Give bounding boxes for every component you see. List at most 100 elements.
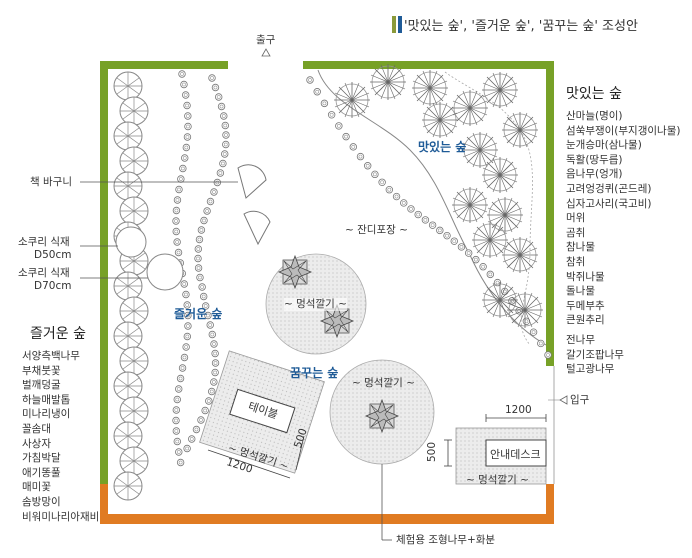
flower-dot: [213, 178, 222, 187]
flower-dot: [172, 427, 181, 435]
flower-dot: [222, 140, 230, 149]
flower-dot: [210, 188, 218, 196]
tasty-tree-item: 털고광나무: [566, 363, 615, 376]
tasty-list-item: 참취: [566, 256, 586, 268]
fun-list-item: 애기똥풀: [22, 466, 61, 479]
tree-icon: [501, 111, 539, 149]
flower-dot: [196, 273, 204, 282]
fun-list-item: 비워미나리아재비: [22, 510, 100, 523]
pot-d50: [115, 226, 147, 258]
flower-dot: [197, 226, 206, 234]
flower-dot: [180, 280, 188, 288]
shrub-icon: [119, 196, 149, 226]
tasty-list-item: 참나물: [566, 241, 595, 254]
flower-dot: [182, 91, 190, 99]
flower-dot: [203, 207, 211, 215]
flower-dot: [378, 178, 386, 187]
flower-dot: [349, 143, 357, 151]
fun-list-item: 가침박달: [22, 452, 61, 465]
shrub-icon: [113, 171, 143, 201]
flower-dot: [172, 227, 180, 236]
tasty-tree-item: 갈기조팝나무: [566, 348, 624, 361]
zone-dream: 꿈꾸는 숲: [290, 366, 339, 380]
tree-icon: [333, 81, 371, 119]
title-bar-blue: [398, 16, 402, 33]
flower-dot: [183, 332, 192, 341]
flower-dot: [222, 131, 230, 139]
zone-fun: 즐거운 숲: [174, 307, 223, 321]
flower-dot: [180, 80, 188, 89]
flower-dot: [206, 197, 215, 206]
desk-depth: 500: [426, 441, 438, 462]
flower-dot: [544, 351, 552, 359]
tree-icon: [451, 89, 489, 127]
flower-dot: [206, 321, 214, 329]
flower-dot: [173, 437, 182, 446]
tree-icon: [506, 291, 544, 329]
flower-dot: [215, 93, 223, 101]
flower-dot: [216, 169, 225, 177]
book-basket-1: [237, 164, 267, 199]
table-dim-depth: [295, 435, 305, 471]
shrub-icon: [113, 421, 143, 451]
flower-dot: [174, 248, 183, 257]
flower-dot: [201, 406, 209, 415]
flower-dot: [183, 133, 192, 141]
tree-icon: [369, 63, 407, 101]
flower-dot: [173, 395, 181, 404]
tree-icon: [461, 131, 499, 169]
desk-label: 안내데스크: [490, 448, 541, 461]
tasty-list-item: 십자고사리(국고비): [566, 197, 652, 210]
flower-dot: [208, 387, 216, 396]
desk-area: [444, 414, 547, 485]
page-title: '맛있는 숲', '즐거운 숲', '꿈꾸는 숲' 조성안: [404, 19, 638, 34]
flower-dot: [179, 164, 187, 173]
fun-list-item: 하늘매발톱: [22, 393, 71, 406]
flower-dot: [450, 237, 458, 245]
fun-list-item: 매미꽃: [22, 481, 51, 494]
flower-dot: [184, 122, 192, 131]
flower-dot: [183, 101, 191, 110]
flower-dot: [320, 99, 329, 108]
tasty-list-item: 고려엉겅퀴(곤드레): [566, 183, 652, 195]
tree-icon: [411, 69, 449, 107]
shrub-icon: [113, 471, 143, 501]
flower-dot: [173, 196, 182, 204]
flower-dot: [172, 416, 180, 425]
flower-dot: [211, 368, 219, 377]
flower-dot: [335, 122, 343, 130]
tasty-list-item: 산마늘(명이): [566, 110, 623, 122]
shrub-column: [113, 71, 149, 501]
tasty-list-item: 눈개승마(삼나물): [566, 139, 642, 152]
flower-dot: [217, 102, 226, 111]
flower-dot: [198, 283, 206, 291]
flower-dot: [400, 199, 408, 207]
flower-dot: [443, 231, 451, 240]
bottom-note: 체험용 조형나무+화분: [396, 534, 496, 546]
flower-dot: [210, 378, 218, 386]
flower-dot: [421, 216, 430, 224]
tree-icon: [486, 196, 524, 234]
shrub-icon: [119, 296, 149, 326]
flower-dot: [192, 425, 201, 434]
flower-dot: [208, 74, 216, 82]
fun-list-item: 미나리냉이: [22, 408, 71, 421]
tasty-list-item: 두메부추: [566, 299, 605, 312]
flower-dot: [176, 374, 185, 383]
tasty-list-item: 곰취: [566, 226, 586, 239]
flower-dot: [194, 254, 202, 263]
flower-dot: [436, 226, 444, 235]
exit-label: 출구: [256, 34, 276, 46]
tree-icon: [481, 71, 519, 109]
flower-dot: [457, 243, 466, 251]
lawn-label: ~ 잔디포장 ~: [345, 224, 408, 236]
flower-dot: [197, 416, 205, 424]
fun-list-item: 꼴솜대: [22, 423, 51, 435]
site-boundary: [100, 61, 555, 524]
tree-icon: [451, 186, 489, 224]
pot50-label-1: 소쿠리 식재: [18, 236, 70, 248]
tasty-list-item: 머위: [566, 212, 586, 225]
tasty-list-heading: 맛있는 숲: [566, 86, 622, 102]
table-dim-width: [207, 449, 291, 479]
flower-dot: [472, 255, 480, 264]
